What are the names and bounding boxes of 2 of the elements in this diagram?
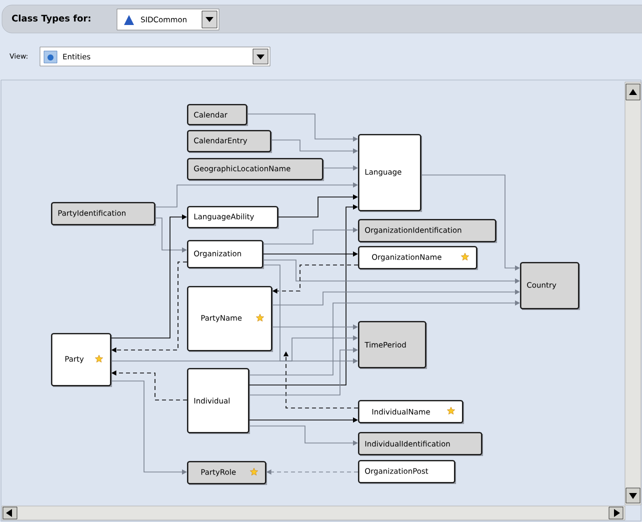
connector	[110, 214, 187, 338]
toolbar-label: Class Types for:	[12, 14, 90, 24]
